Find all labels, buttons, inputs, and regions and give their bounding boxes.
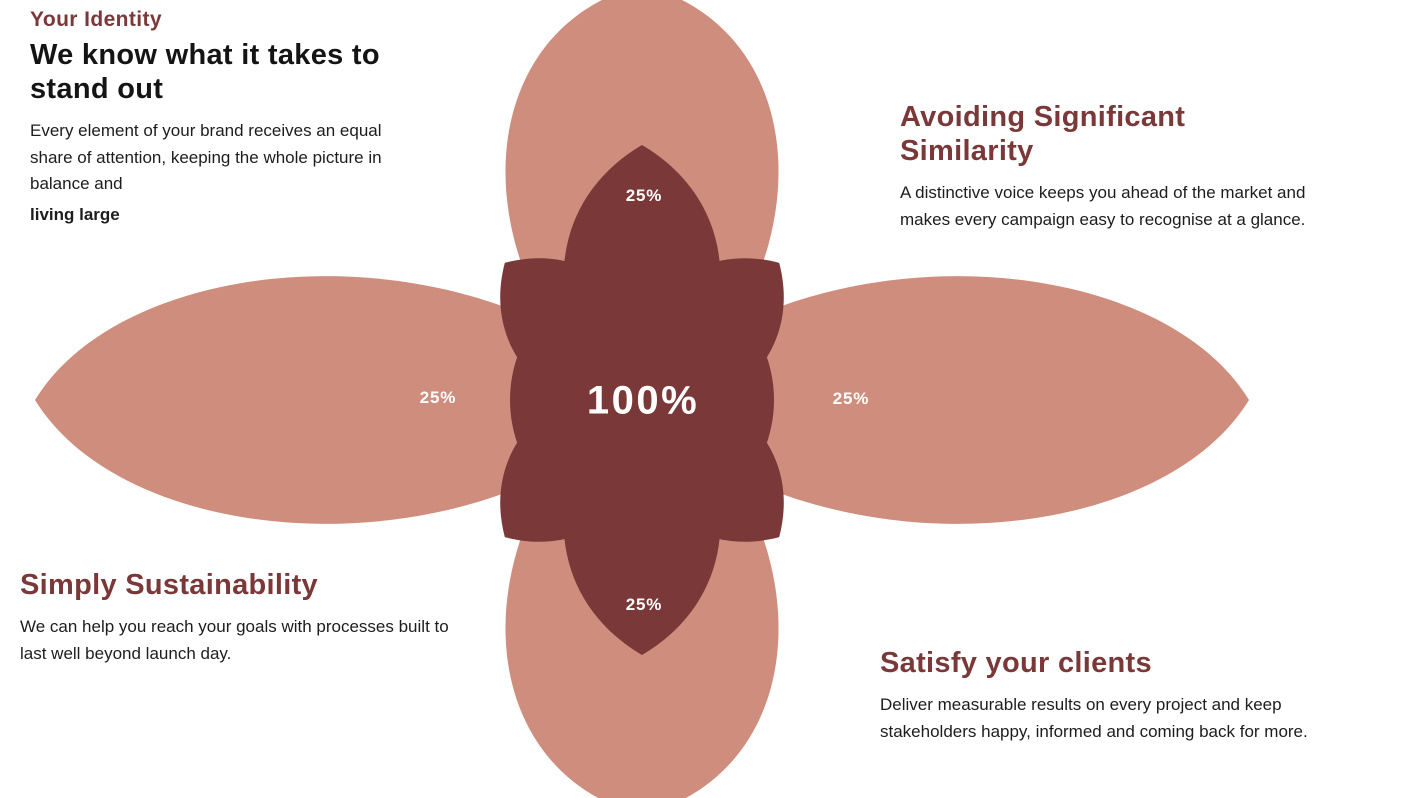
bottom-right-heading: Satisfy your clients	[880, 647, 1152, 679]
top-left-heading: We know what it takes to stand out	[30, 39, 380, 106]
petal-label-right: 25%	[832, 389, 870, 408]
bottom-left-heading: Simply Sustainability	[20, 569, 318, 601]
bottom-right-body: Deliver measurable results on every proj…	[880, 695, 1308, 741]
top-left-kicker: Your Identity	[30, 8, 162, 31]
top-right-heading: Avoiding Significant Similarity	[900, 101, 1186, 168]
quadrant-bottom-right: Satisfy your clients Deliver measurable …	[880, 646, 1342, 745]
center-percentage-label: 100%	[586, 378, 700, 423]
petal-label-bottom: 25%	[625, 595, 663, 614]
quadrant-bottom-left: Simply Sustainability We can help you re…	[20, 568, 450, 667]
quadrant-top-left: Your Identity We know what it takes to s…	[30, 8, 422, 225]
top-left-body: Every element of your brand receives an …	[30, 121, 382, 194]
center-circle	[510, 268, 774, 532]
quadrant-top-right: Avoiding Significant Similarity A distin…	[900, 100, 1312, 233]
top-left-tail: living large	[30, 205, 120, 225]
petal-label-left: 25%	[419, 388, 457, 407]
petal-label-top: 25%	[625, 186, 663, 205]
bottom-left-body: We can help you reach your goals with pr…	[20, 617, 449, 663]
top-right-body: A distinctive voice keeps you ahead of t…	[900, 183, 1306, 229]
